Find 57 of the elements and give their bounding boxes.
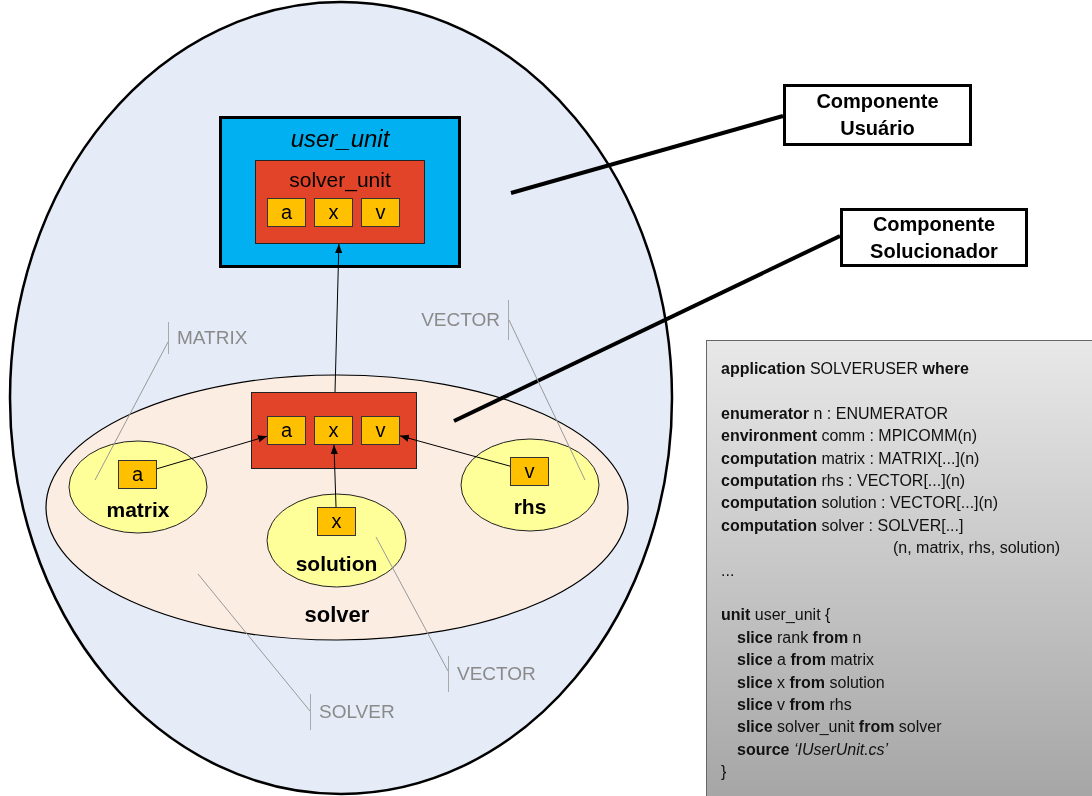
unit-title: solver_unit (288, 168, 392, 192)
leader-line (453, 234, 841, 423)
code-line: } (721, 762, 727, 783)
code-panel (706, 340, 1092, 796)
code-line: slice rank from n (737, 627, 862, 648)
component-ellipse (10, 2, 672, 794)
computation-ellipse (461, 439, 599, 531)
slice-box: a (267, 416, 306, 445)
slice-box: x (314, 198, 353, 227)
slice-box: v (361, 416, 400, 445)
unit-box (255, 160, 425, 244)
code-line: slice solver_unit from solver (737, 717, 942, 738)
arrow (399, 434, 511, 467)
slice-box: a (267, 198, 306, 227)
unit-box (219, 116, 461, 268)
computation-ellipse (267, 494, 406, 587)
leader-line (197, 573, 311, 712)
computation-name: solution (294, 552, 379, 576)
arrow (156, 435, 268, 470)
slice-box: x (314, 416, 353, 445)
slice-box: x (317, 507, 356, 536)
computation-name: rhs (512, 495, 548, 519)
code-line: ... (721, 560, 735, 581)
type-label: VECTOR (418, 300, 509, 340)
code-line: unit user_unit { (721, 605, 831, 626)
code-line: application SOLVERUSER where (721, 359, 969, 379)
slice-box: v (510, 457, 549, 486)
code-line: computation matrix : MATRIX[...](n) (721, 448, 980, 469)
code-line: computation solver : SOLVER[...] (721, 515, 964, 536)
arrow (330, 444, 338, 508)
unit-title: user_unit (289, 125, 391, 153)
callout-box: Componente Solucionador (840, 208, 1028, 267)
code-line: slice a from matrix (737, 650, 874, 671)
type-label: MATRIX (168, 322, 260, 354)
computation-ellipse (69, 441, 207, 533)
code-line: (n, matrix, rhs, solution) (893, 538, 1061, 559)
computation-name: matrix (105, 498, 171, 522)
component-ellipse (46, 375, 628, 640)
arrow (334, 243, 343, 393)
leader-line (510, 114, 784, 195)
type-label: SOLVER (310, 694, 410, 730)
leader-line (375, 536, 449, 672)
slice-box: a (118, 460, 157, 489)
code-line: source ‘IUserUnit.cs’ (737, 739, 889, 760)
leader-line (94, 341, 169, 481)
code-line: computation rhs : VECTOR[...](n) (721, 471, 966, 491)
computation-name: solver (303, 602, 371, 628)
slice-box: v (361, 198, 400, 227)
unit-box (251, 392, 417, 469)
code-line: slice v from rhs (737, 695, 852, 715)
code-line: slice x from solution (737, 672, 885, 693)
type-label: VECTOR (448, 656, 550, 692)
callout-box: Componente Usuário (783, 84, 972, 146)
leader-line (508, 319, 586, 481)
code-line: environment comm : MPICOMM(n) (721, 426, 977, 447)
code-line: computation solution : VECTOR[...](n) (721, 493, 999, 514)
code-line: enumerator n : ENUMERATOR (721, 403, 948, 424)
